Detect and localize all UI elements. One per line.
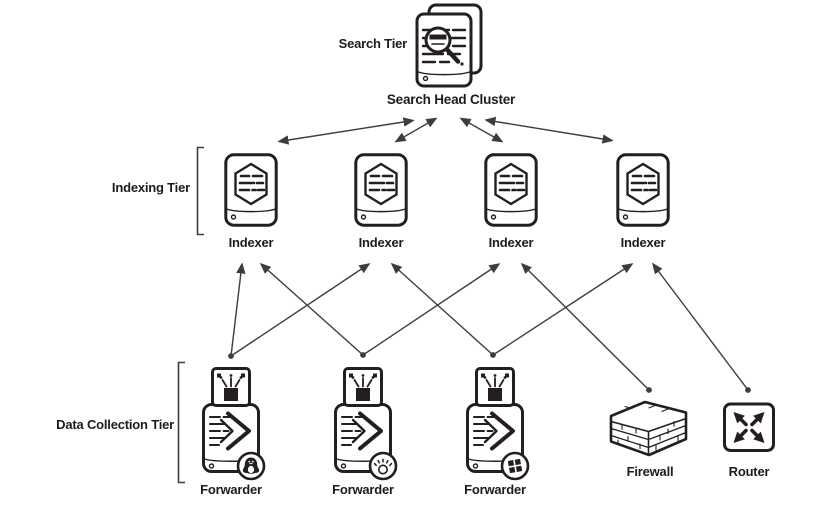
indexer-4-label: Indexer [620, 235, 666, 250]
indexer-icon [224, 153, 278, 227]
firewall-label: Firewall [626, 464, 674, 479]
indexer-3-label: Indexer [488, 235, 534, 250]
search-tier-label: Search Tier [338, 36, 408, 51]
sun-os-badge-icon [368, 451, 398, 481]
linux-penguin-badge-icon [236, 451, 266, 481]
search-head-cluster-icon [415, 3, 483, 88]
indexer-icon [354, 153, 408, 227]
indexer-2-label: Indexer [358, 235, 404, 250]
indexer-icon [616, 153, 670, 227]
data-collection-tier-bracket [177, 361, 185, 484]
indexer-1-label: Indexer [228, 235, 274, 250]
indexing-tier-label: Indexing Tier [111, 180, 190, 195]
router-label: Router [728, 464, 770, 479]
data-flow-arrows [228, 262, 751, 393]
data-collection-tier-label: Data Collection Tier [56, 417, 174, 432]
forwarder-1-label: Forwarder [200, 482, 262, 497]
firewall-icon [609, 400, 688, 457]
forwarder-2-label: Forwarder [332, 482, 394, 497]
router-icon [723, 402, 775, 452]
search-head-cluster-label: Search Head Cluster [386, 92, 516, 107]
forwarder-3-label: Forwarder [464, 482, 526, 497]
indexer-icon [484, 153, 538, 227]
search-to-indexer-arrows [277, 116, 614, 145]
indexing-tier-bracket [196, 146, 204, 236]
windows-logo-badge-icon [500, 451, 530, 481]
